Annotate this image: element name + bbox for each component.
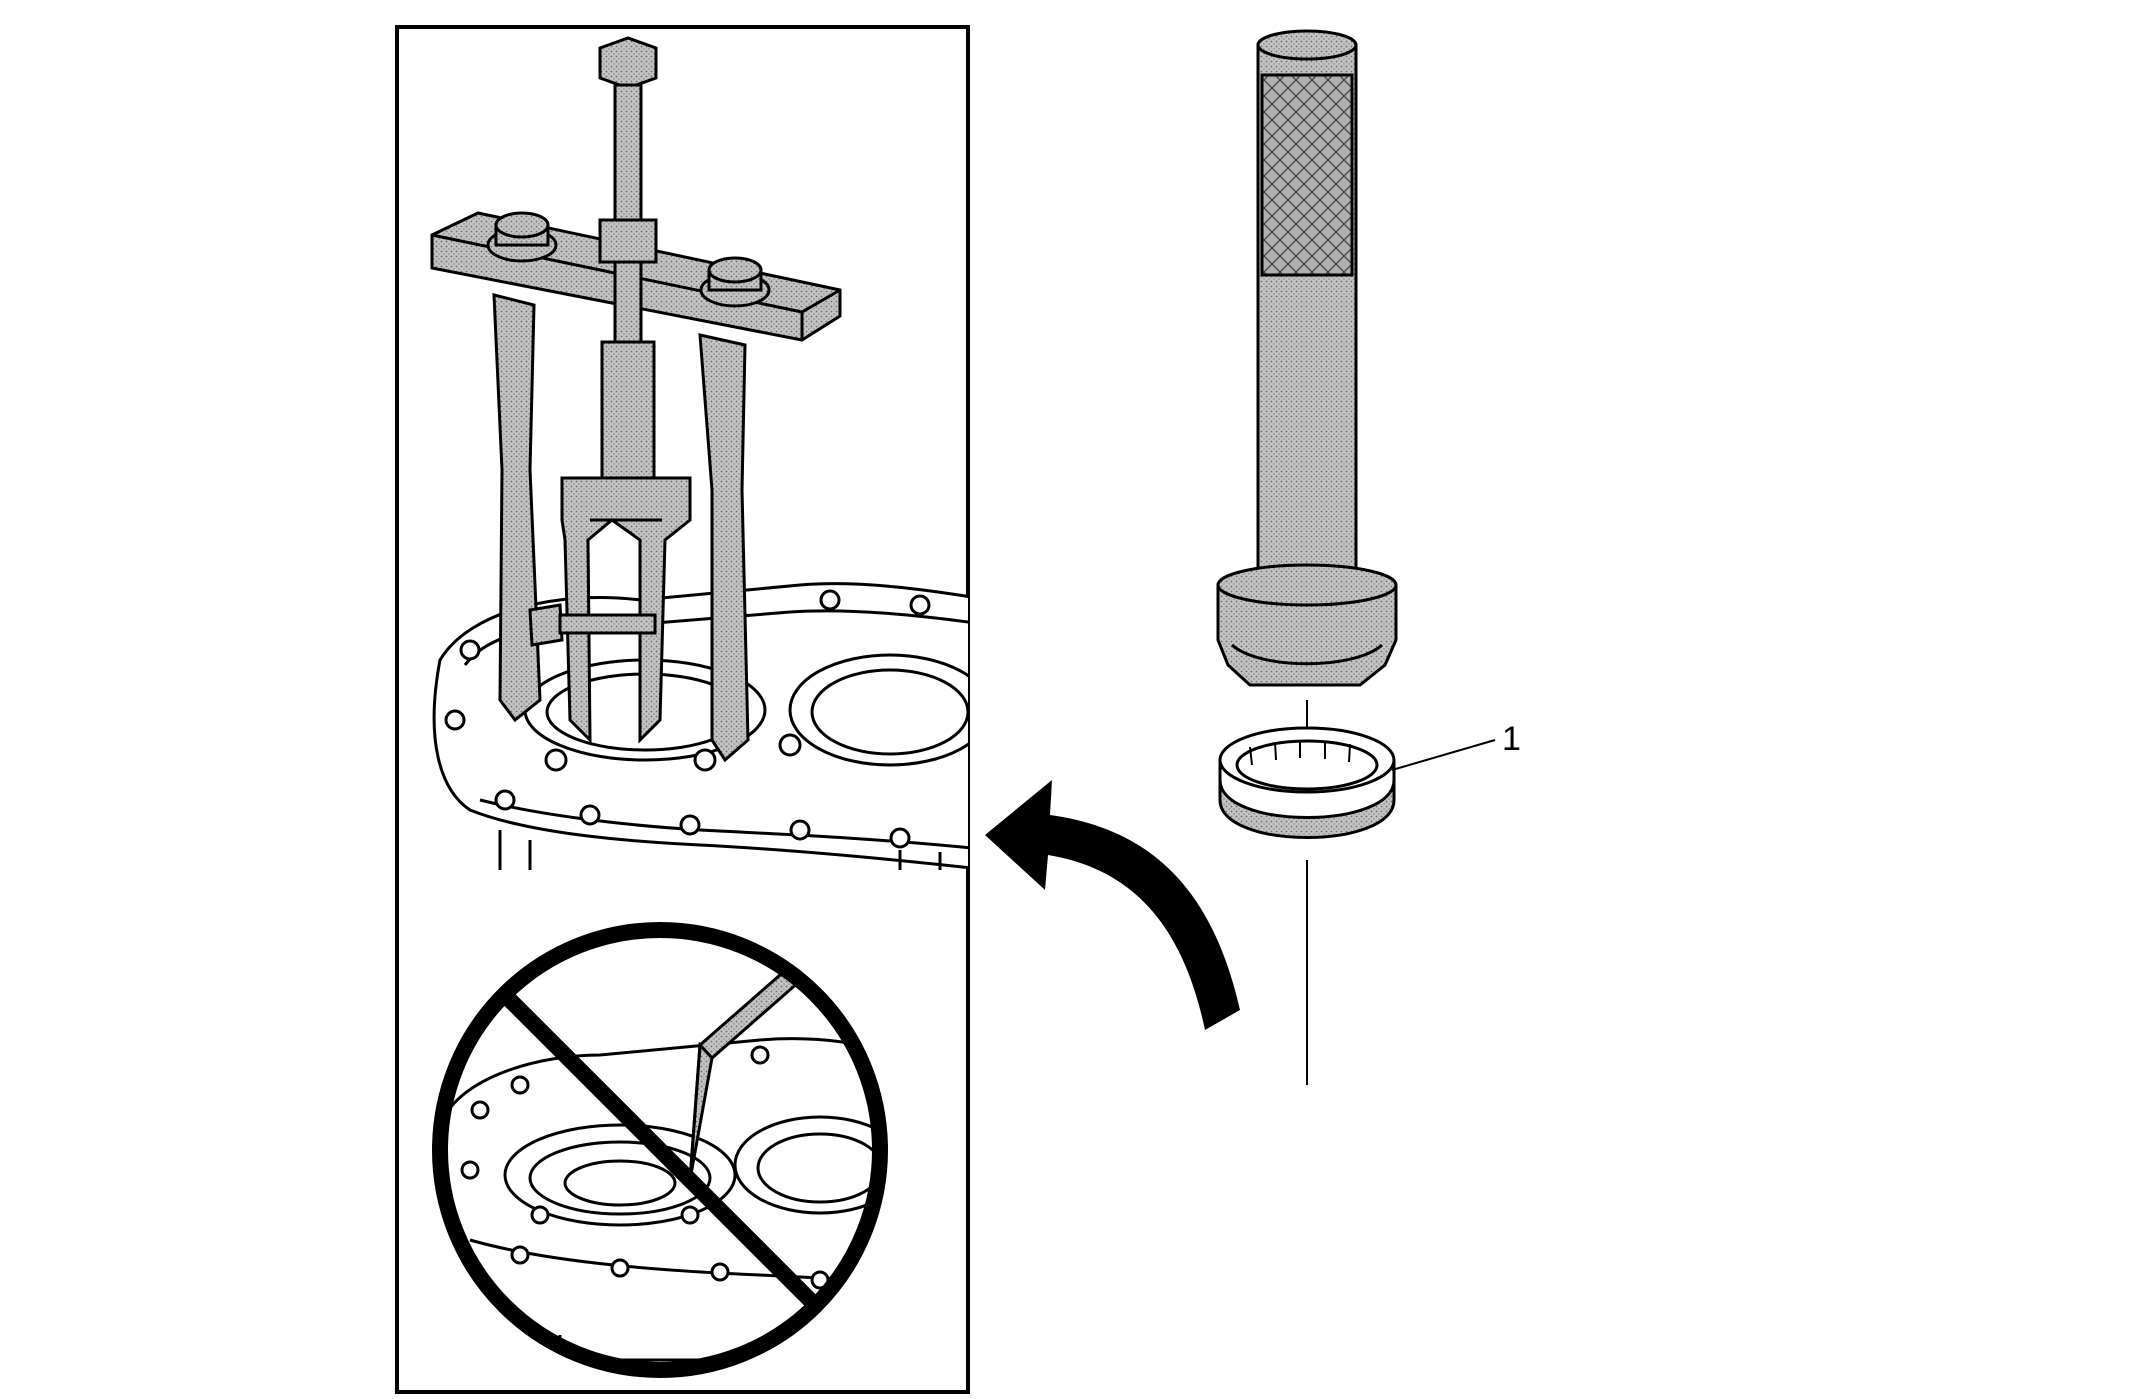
seal-installer-tool [1216,29,1398,687]
internal-puller-yoke [560,476,692,744]
forcing-screw [598,36,658,484]
reference-arrow [985,780,1240,1030]
puller-leg-right [698,333,750,763]
crossbar-nut-left [486,211,558,263]
seal [1218,726,1396,839]
crossbar-nut-right [699,256,771,308]
puller-leg-left [492,293,542,723]
puller-method-inset [395,25,970,1394]
callout-leader-line [1391,739,1496,771]
side-bolt [528,603,657,647]
callout-1: 1 [1502,720,1521,758]
